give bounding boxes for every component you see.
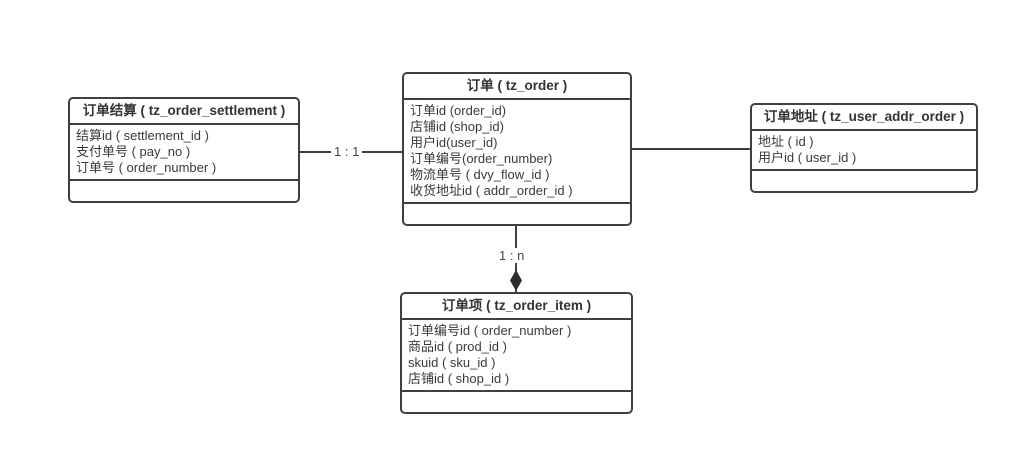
entity-order[interactable]: 订单 ( tz_order ) 订单id (order_id) 店铺id (sh… (402, 72, 632, 226)
entity-title: 订单 ( tz_order ) (404, 74, 630, 100)
diamond-arrow-icon (510, 270, 522, 291)
field-row: 结算id ( settlement_id ) (76, 128, 209, 143)
field-row: 用户id(user_id) (410, 135, 498, 150)
entity-title: 订单地址 ( tz_user_addr_order ) (752, 105, 976, 131)
field-row: 店铺id (shop_id) (410, 119, 504, 134)
field-row: 物流单号 ( dvy_flow_id ) (410, 167, 550, 182)
field-row: 用户id ( user_id ) (758, 150, 857, 165)
relation-line-order-addr[interactable] (632, 148, 750, 150)
entity-user-addr-order[interactable]: 订单地址 ( tz_user_addr_order ) 地址 ( id ) 用户… (750, 103, 978, 193)
entity-fields: 结算id ( settlement_id ) 支付单号 ( pay_no ) 订… (70, 125, 298, 179)
field-row: 订单编号id ( order_number ) (408, 323, 572, 338)
entity-order-settlement[interactable]: 订单结算 ( tz_order_settlement ) 结算id ( sett… (68, 97, 300, 203)
entity-empty-section (404, 202, 630, 224)
field-row: 订单编号(order_number) (410, 151, 553, 166)
field-row: 订单id (order_id) (410, 103, 507, 118)
field-row: 支付单号 ( pay_no ) (76, 144, 191, 159)
entity-title: 订单项 ( tz_order_item ) (402, 294, 631, 320)
field-row: skuid ( sku_id ) (408, 355, 496, 370)
relation-label-one-to-one: 1 : 1 (331, 144, 363, 159)
relation-label-one-to-n: 1 : n (496, 248, 528, 263)
field-row: 收货地址id ( addr_order_id ) (410, 183, 573, 198)
entity-fields: 订单id (order_id) 店铺id (shop_id) 用户id(user… (404, 100, 630, 202)
field-row: 店铺id ( shop_id ) (408, 371, 510, 386)
entity-order-item[interactable]: 订单项 ( tz_order_item ) 订单编号id ( order_num… (400, 292, 633, 414)
entity-empty-section (70, 179, 298, 201)
entity-fields: 订单编号id ( order_number ) 商品id ( prod_id )… (402, 320, 631, 390)
entity-empty-section (402, 390, 631, 412)
field-row: 地址 ( id ) (758, 134, 814, 149)
entity-fields: 地址 ( id ) 用户id ( user_id ) (752, 131, 976, 169)
field-row: 订单号 ( order_number ) (76, 160, 217, 175)
field-row: 商品id ( prod_id ) (408, 339, 507, 354)
entity-title: 订单结算 ( tz_order_settlement ) (70, 99, 298, 125)
entity-empty-section (752, 169, 976, 191)
